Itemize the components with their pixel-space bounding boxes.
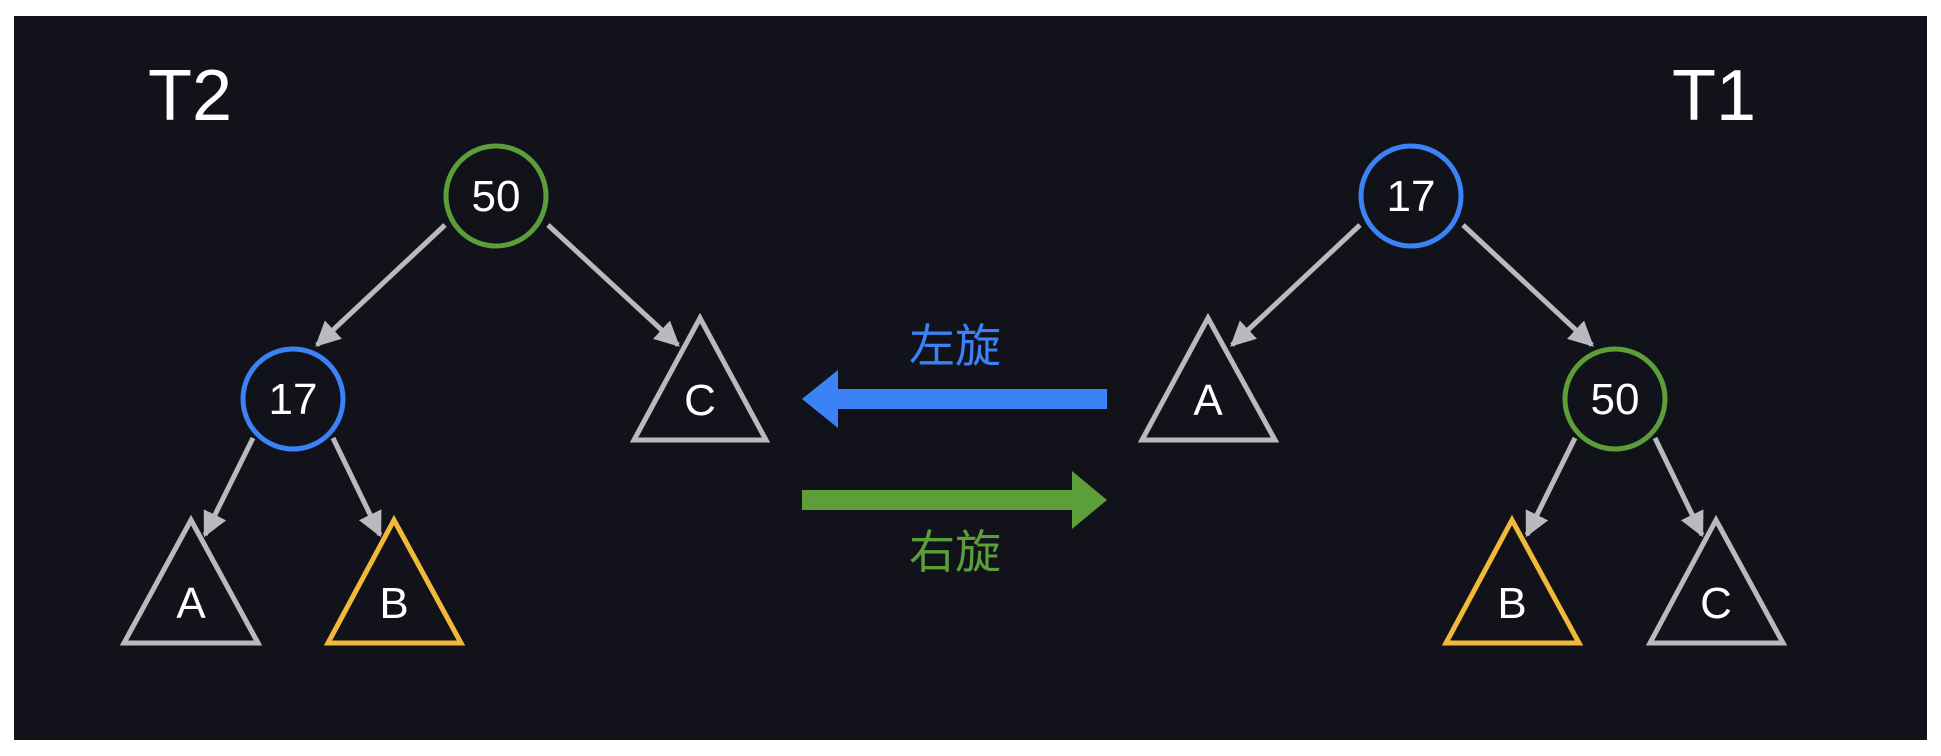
rotate-right-label: 右旋 <box>909 525 1001 579</box>
node-17-label-right: 17 <box>1387 172 1436 221</box>
right-tree-title: T1 <box>1672 56 1756 136</box>
edge-50-to-17 <box>315 223 447 347</box>
node-17-circle-right <box>1358 143 1464 249</box>
rotate-left-label: 左旋 <box>909 319 1001 373</box>
subtree-b-label-right: B <box>1497 579 1526 628</box>
subtree-b-triangle-right <box>1441 514 1584 646</box>
edge-50-to-c-right <box>1652 436 1705 538</box>
subtree-c-triangle <box>629 312 771 443</box>
edge-50-to-c <box>546 223 680 347</box>
rotate-right-arrow <box>802 471 1107 529</box>
subtree-c-triangle-right <box>1645 514 1788 646</box>
subtree-a-label-right: A <box>1193 376 1223 425</box>
edge-17-to-a-right <box>1230 223 1362 347</box>
node-50-label-right: 50 <box>1591 375 1640 424</box>
subtree-b-triangle <box>323 514 466 646</box>
diagram-canvas <box>14 16 1927 740</box>
edge-17-to-a <box>202 436 256 538</box>
subtree-c-label-right: C <box>1700 579 1732 628</box>
rotate-left-arrow <box>802 370 1107 428</box>
node-17-label: 17 <box>269 375 318 424</box>
subtree-c-label: C <box>684 376 716 425</box>
node-50-label: 50 <box>472 172 521 221</box>
node-50-circle <box>443 143 549 249</box>
subtree-a-triangle-right <box>1137 312 1280 443</box>
edge-17-to-b <box>330 436 383 538</box>
subtree-a-triangle <box>119 514 263 646</box>
subtree-a-label: A <box>176 579 206 628</box>
left-tree-title: T2 <box>148 56 232 136</box>
edge-17-to-50 <box>1461 223 1594 347</box>
node-50-circle-right <box>1562 346 1668 452</box>
node-17-circle <box>240 346 346 452</box>
subtree-b-label: B <box>379 579 408 628</box>
edge-50-to-b <box>1524 436 1578 538</box>
